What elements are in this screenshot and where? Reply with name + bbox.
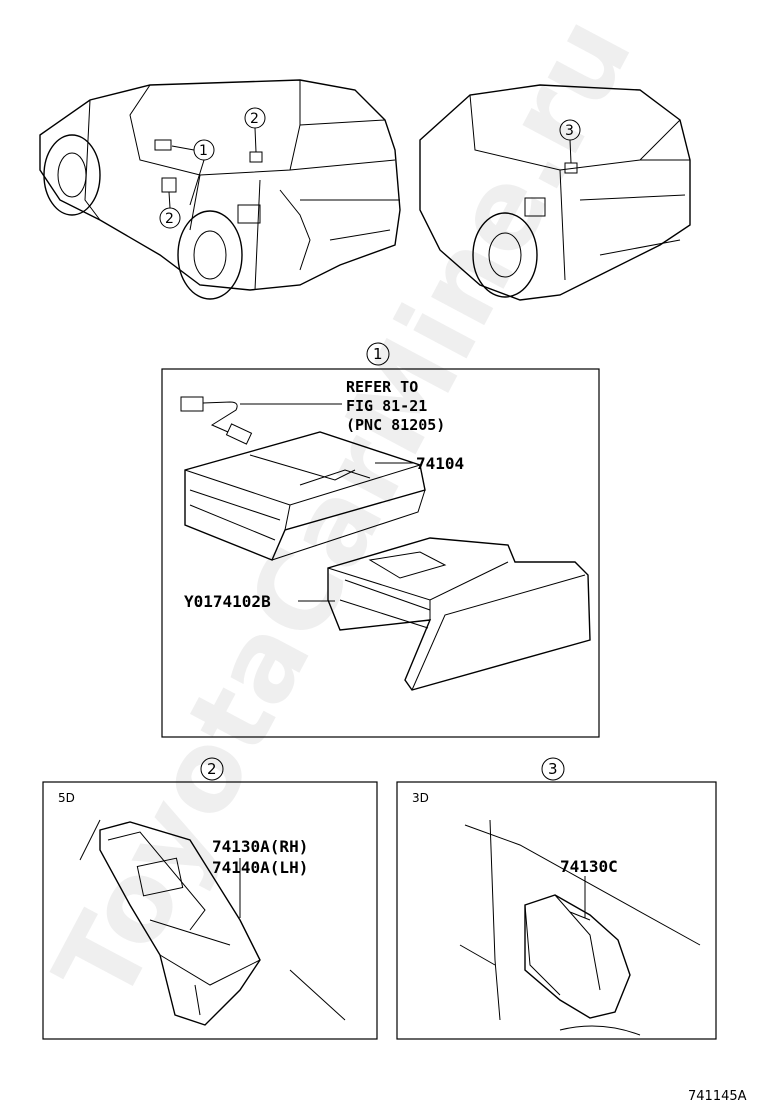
svg-text:2: 2 <box>250 111 259 127</box>
vehicle-5door-illustration <box>39 79 401 300</box>
svg-text:REFER TO: REFER TO <box>346 378 418 396</box>
detail-3-variant-label: 3D <box>412 791 429 805</box>
detail-1-frame <box>161 368 600 738</box>
overview-callout-1: 1 <box>171 139 215 206</box>
detail-1-callout: 1 <box>366 342 390 366</box>
refer-note: REFER TO FIG 81-21 (PNC 81205) <box>346 378 445 434</box>
svg-text:2: 2 <box>207 760 217 778</box>
svg-text:1: 1 <box>199 143 208 159</box>
detail-2-frame <box>42 781 378 1040</box>
part-number-y0174102b: Y0174102B <box>184 592 271 611</box>
overview-callout-2a: 2 <box>244 107 266 153</box>
glovebox-housing-74104 <box>184 431 426 561</box>
svg-text:1: 1 <box>373 345 383 363</box>
svg-text:3: 3 <box>565 123 574 139</box>
svg-text:(PNC 81205): (PNC 81205) <box>346 416 445 434</box>
svg-text:2: 2 <box>165 211 174 227</box>
detail-3-frame <box>396 781 717 1040</box>
part-number-74104: 74104 <box>416 454 464 473</box>
overview-callout-3: 3 <box>559 119 581 164</box>
power-window-switch-5d <box>79 819 346 1026</box>
part-number-74130a-rh: 74130A(RH) <box>212 837 308 856</box>
detail-2-variant-label: 5D <box>58 791 75 805</box>
glovebox-door-y0174102b <box>298 537 591 691</box>
figure-id: 741145A <box>688 1089 747 1104</box>
power-window-switch-3d <box>459 819 701 1036</box>
svg-text:3: 3 <box>548 760 558 778</box>
part-number-74130c: 74130C <box>560 857 618 876</box>
part-number-74140a-lh: 74140A(LH) <box>212 858 308 877</box>
glovebox-lamp-wire <box>180 396 342 445</box>
svg-text:FIG 81-21: FIG 81-21 <box>346 397 427 415</box>
detail-2-callout: 2 <box>200 757 224 781</box>
detail-3-callout: 3 <box>541 757 565 781</box>
overview-callout-2b: 2 <box>159 191 181 229</box>
vehicle-3door-illustration <box>419 84 691 301</box>
